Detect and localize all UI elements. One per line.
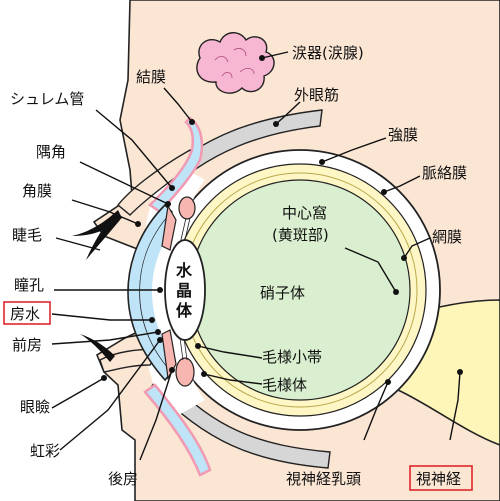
label-aqueous-humor: 房水 (10, 305, 40, 323)
label-optic-nerve: 視神経 (416, 470, 461, 488)
iris-lower (161, 329, 177, 380)
zonule-fibers (179, 217, 191, 361)
label-ciliary-body: 毛様体 (262, 376, 307, 394)
label-choroid: 脈絡膜 (422, 164, 467, 182)
label-zonule: 毛様小帯 (262, 348, 322, 366)
ciliary-body-upper (178, 196, 196, 220)
label-vitreous: 硝子体 (260, 284, 305, 302)
lower-eyelid (99, 348, 162, 373)
optic-nerve-highlight (409, 465, 473, 491)
label-conjunctiva: 結膜 (136, 68, 166, 86)
label-posterior-chamber: 後房 (108, 470, 138, 488)
label-optic-disc: 視神経乳頭 (286, 470, 361, 488)
label-lens-2: 晶 (176, 281, 192, 300)
label-eyelid: 眼瞼 (20, 398, 50, 416)
aqueous-humor-highlight (3, 301, 51, 325)
label-fovea-2: (黄斑部) (272, 226, 329, 244)
lacrimal-gland-detail (214, 48, 255, 79)
label-chamber-angle: 隅角 (36, 143, 66, 161)
lacrimal-gland (196, 32, 275, 94)
label-iris: 虹彩 (30, 442, 60, 460)
ciliary-body-lower (175, 357, 195, 387)
lens-body (164, 239, 206, 341)
leader-lines (51, 51, 463, 461)
label-fovea-1: 中心窩 (282, 204, 327, 222)
label-lens-1: 水 (176, 261, 193, 280)
label-extraocular-muscle: 外眼筋 (294, 86, 339, 104)
extraocular-muscle-upper (149, 109, 323, 200)
label-anterior-chamber: 前房 (12, 336, 42, 354)
labels: 涙器(涙腺) 結膜 シュレム管 外眼筋 強膜 隅角 脈絡膜 角膜 中心窩 (黄斑… (3, 44, 473, 491)
label-lens-3: 体 (176, 301, 193, 320)
label-cornea: 角膜 (22, 182, 52, 200)
label-retina: 網膜 (432, 228, 462, 246)
label-eyelash: 睫毛 (12, 226, 42, 244)
label-lacrimal-gland: 涙器(涙腺) (292, 44, 364, 62)
aqueous-humor-region (140, 212, 176, 372)
iris-upper (161, 204, 177, 251)
label-pupil: 瞳孔 (14, 276, 44, 294)
conjunctiva-upper (148, 116, 204, 214)
lower-eyelash (80, 334, 115, 362)
label-sclera: 強膜 (388, 126, 418, 144)
label-schlemm-canal: シュレム管 (10, 90, 84, 108)
